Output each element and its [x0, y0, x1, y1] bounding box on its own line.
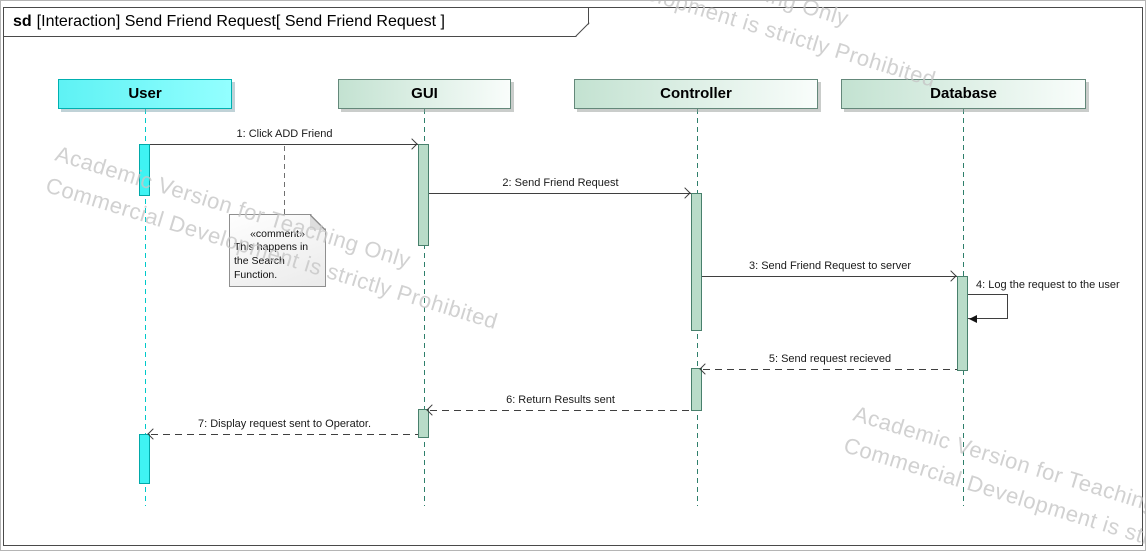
- message-1-line: [150, 144, 418, 145]
- message-6-line: [430, 410, 691, 411]
- activation-database-1[interactable]: [957, 276, 968, 371]
- message-7-line: [151, 434, 418, 435]
- note-body-text: This happens in the Search Function.: [234, 241, 309, 281]
- lifeline-head-user[interactable]: User: [58, 79, 232, 109]
- activation-controller-1[interactable]: [691, 193, 702, 331]
- message-7-label: 7: Display request sent to Operator.: [197, 418, 372, 430]
- activation-gui-2[interactable]: [418, 409, 429, 438]
- message-2-label: 2: Send Friend Request: [502, 177, 619, 189]
- message-5-line: [703, 369, 957, 370]
- title-text: [Interaction] Send Friend Request[ Send …: [36, 13, 445, 30]
- lifeline-label-gui: GUI: [411, 85, 438, 102]
- message-1-label: 1: Click ADD Friend: [236, 128, 333, 140]
- activation-user-1[interactable]: [139, 144, 150, 196]
- lifeline-gui[interactable]: [424, 109, 425, 506]
- message-2-line: [429, 193, 691, 194]
- activation-controller-2[interactable]: [691, 368, 702, 411]
- lifeline-head-database[interactable]: Database: [841, 79, 1086, 109]
- lifeline-label-controller: Controller: [660, 85, 732, 102]
- lifeline-user[interactable]: [145, 109, 146, 506]
- message-5-label: 5: Send request recieved: [768, 353, 892, 365]
- lifeline-head-controller[interactable]: Controller: [574, 79, 818, 109]
- lifeline-head-gui[interactable]: GUI: [338, 79, 511, 109]
- comment-note[interactable]: «comment» This happens in the Search Fun…: [229, 214, 326, 287]
- message-4-self-loop: [968, 294, 1008, 319]
- message-3-line: [702, 276, 957, 277]
- title-sd-keyword: sd: [13, 13, 32, 30]
- lifeline-label-user: User: [128, 85, 162, 102]
- message-6-label: 6: Return Results sent: [506, 394, 615, 406]
- diagram-title-tab[interactable]: sd[Interaction] Send Friend Request[ Sen…: [3, 7, 589, 37]
- lifeline-label-database: Database: [930, 85, 997, 102]
- activation-gui-1[interactable]: [418, 144, 429, 246]
- message-3-label: 3: Send Friend Request to server: [748, 260, 912, 272]
- note-connector: [284, 146, 285, 214]
- message-4-label: 4: Log the request to the user: [976, 279, 1120, 291]
- note-stereotype: «comment»: [250, 228, 305, 240]
- activation-user-2[interactable]: [139, 434, 150, 484]
- arrowhead-filled-left-icon: [969, 315, 977, 323]
